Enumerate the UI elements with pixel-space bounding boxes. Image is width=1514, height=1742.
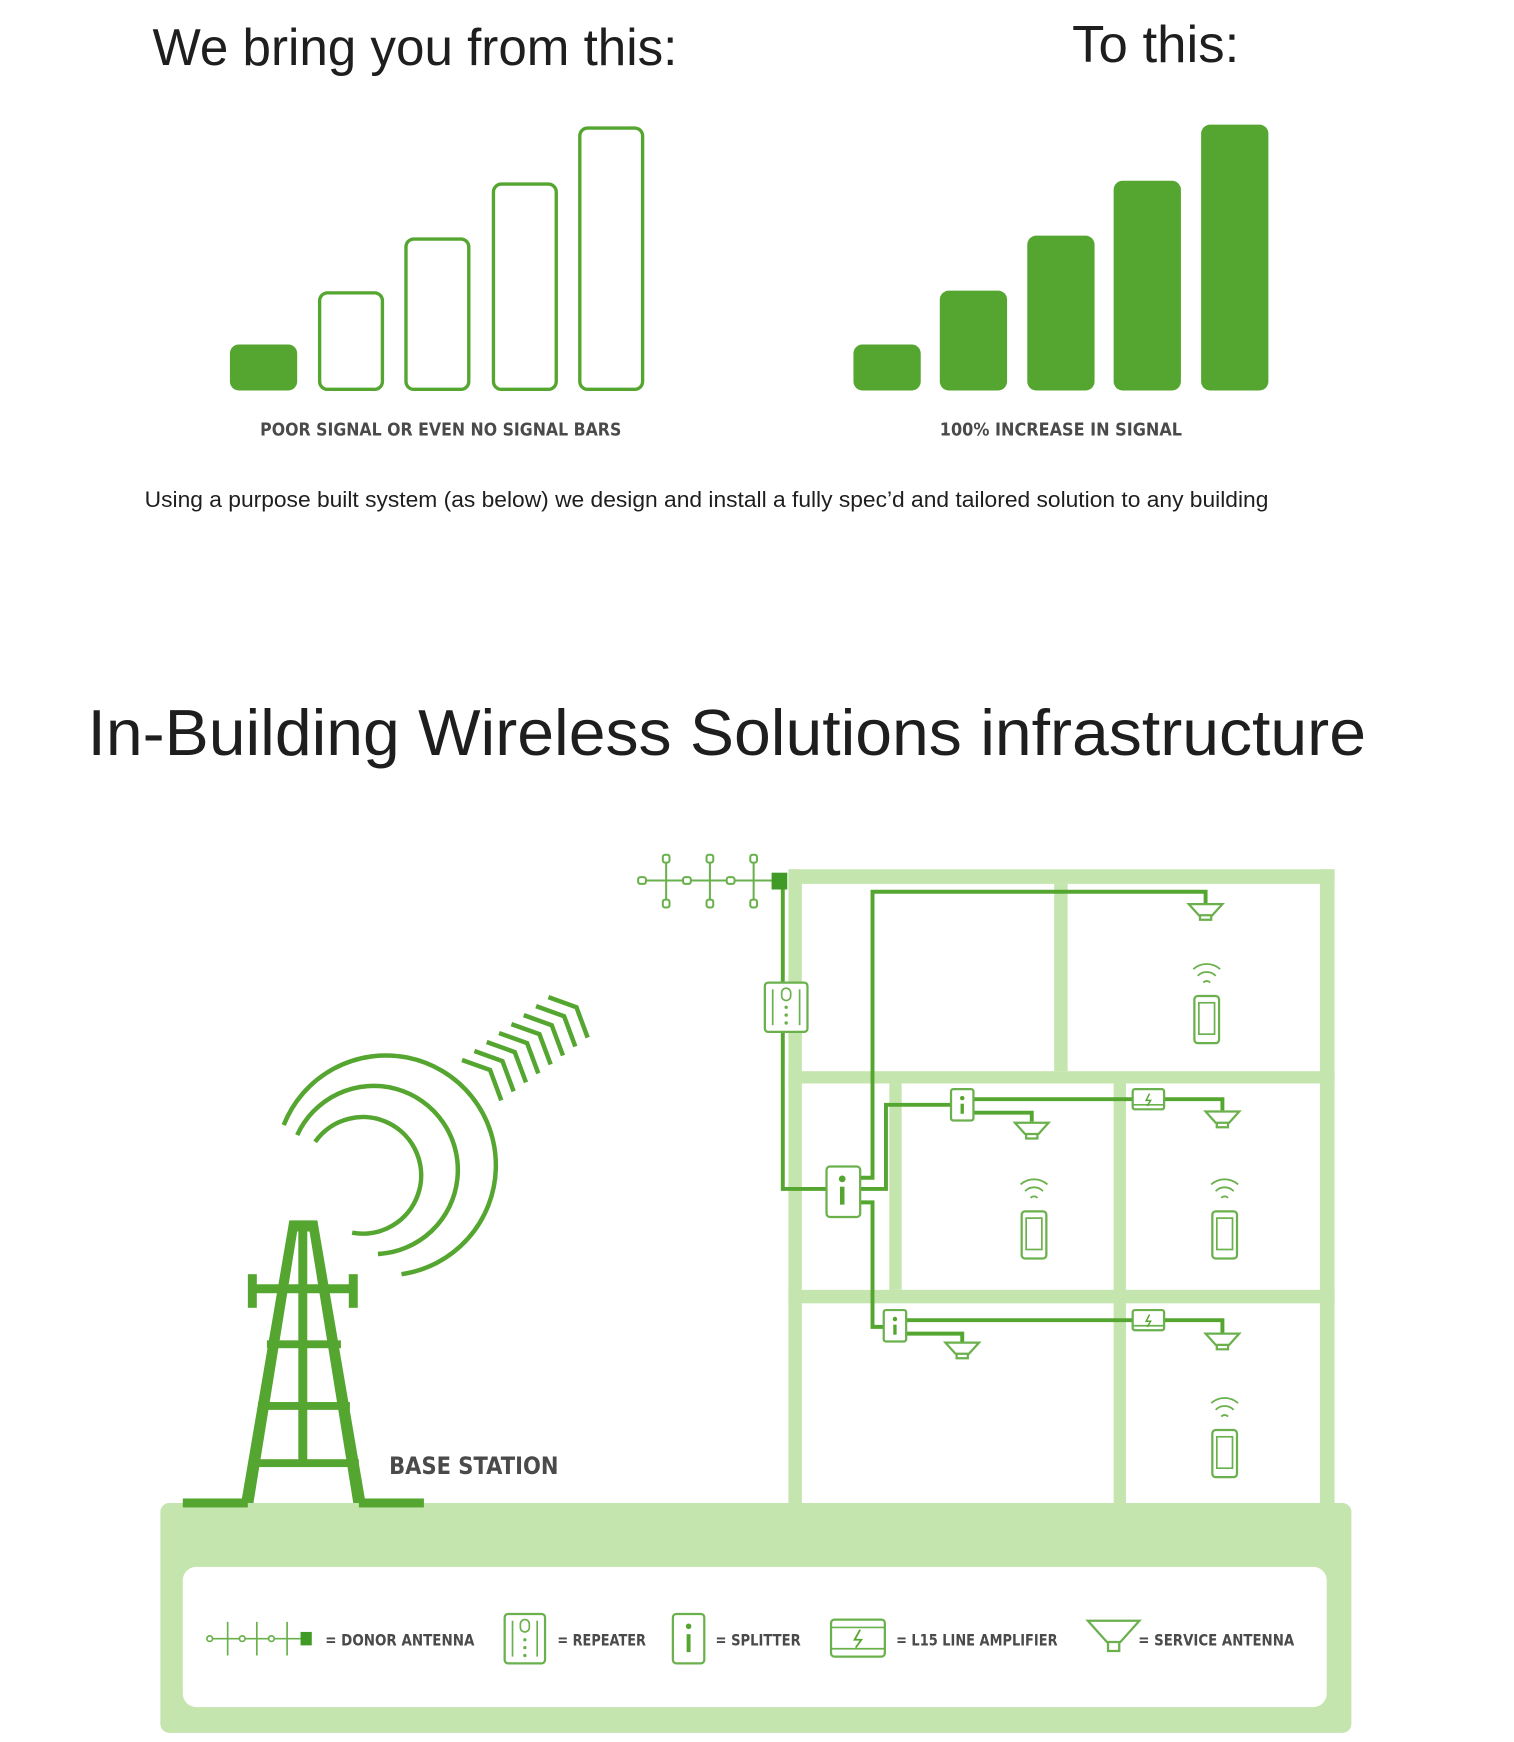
service-antenna-icon — [1204, 1110, 1241, 1129]
before-title: We bring you from this: — [153, 18, 678, 76]
donor-antenna-icon — [206, 1621, 312, 1656]
phone-icon — [1210, 1178, 1240, 1260]
legend-label: = DONOR ANTENNA — [325, 1630, 475, 1649]
splitter-icon — [671, 1612, 706, 1665]
after-title: To this: — [1072, 15, 1239, 73]
base-station-tower-icon — [182, 1053, 499, 1508]
phone-icon — [1210, 1396, 1240, 1479]
phone-icon — [1192, 962, 1222, 1045]
legend-item-line-amplifier: = L15 LINE AMPLIFIER — [829, 1618, 1058, 1658]
legend-item-service-antenna: = SERVICE ANTENNA — [1085, 1619, 1295, 1653]
repeater-icon — [763, 981, 809, 1034]
base-station-label: BASE STATION — [389, 1452, 558, 1480]
service-antenna-icon — [1013, 1121, 1050, 1140]
service-antenna-icon — [1204, 1332, 1241, 1351]
splitter-icon — [949, 1087, 976, 1123]
legend-label: = L15 LINE AMPLIFIER — [896, 1630, 1057, 1649]
service-antenna-icon — [944, 1341, 981, 1360]
legend-item-donor-antenna: = DONOR ANTENNA — [206, 1621, 475, 1656]
before-caption: POOR SIGNAL OR EVEN NO SIGNAL BARS — [260, 419, 621, 440]
full-signal-bars-icon — [853, 124, 1269, 391]
building — [788, 869, 1335, 1505]
legend-label: = REPEATER — [557, 1630, 646, 1649]
legend-label: = SERVICE ANTENNA — [1138, 1630, 1295, 1649]
cabling — [780, 880, 1225, 1342]
legend-item-splitter: = SPLITTER — [671, 1612, 801, 1665]
line-amplifier-icon — [1131, 1308, 1166, 1332]
poor-signal-bars-icon — [229, 126, 645, 392]
service-antenna-icon — [1187, 902, 1224, 921]
legend: = DONOR ANTENNA = REPEATER = SPLITTER = … — [206, 1612, 1295, 1665]
signal-waves-icon — [461, 995, 590, 1102]
line-amplifier-icon — [829, 1618, 886, 1658]
phone-icon — [1019, 1178, 1049, 1260]
donor-antenna-icon — [637, 853, 788, 909]
legend-label: = SPLITTER — [716, 1630, 801, 1649]
repeater-icon — [503, 1612, 547, 1665]
splitter-icon — [882, 1308, 908, 1344]
main-splitter-icon — [825, 1165, 862, 1219]
intro-text: Using a purpose built system (as below) … — [145, 487, 1269, 512]
section-title: In-Building Wireless Solutions infrastru… — [87, 696, 1365, 769]
service-antenna-icon — [1085, 1619, 1142, 1653]
line-amplifier-icon — [1131, 1088, 1166, 1111]
legend-panel — [182, 1566, 1327, 1708]
after-caption: 100% INCREASE IN SIGNAL — [940, 419, 1182, 440]
legend-item-repeater: = REPEATER — [503, 1612, 646, 1665]
